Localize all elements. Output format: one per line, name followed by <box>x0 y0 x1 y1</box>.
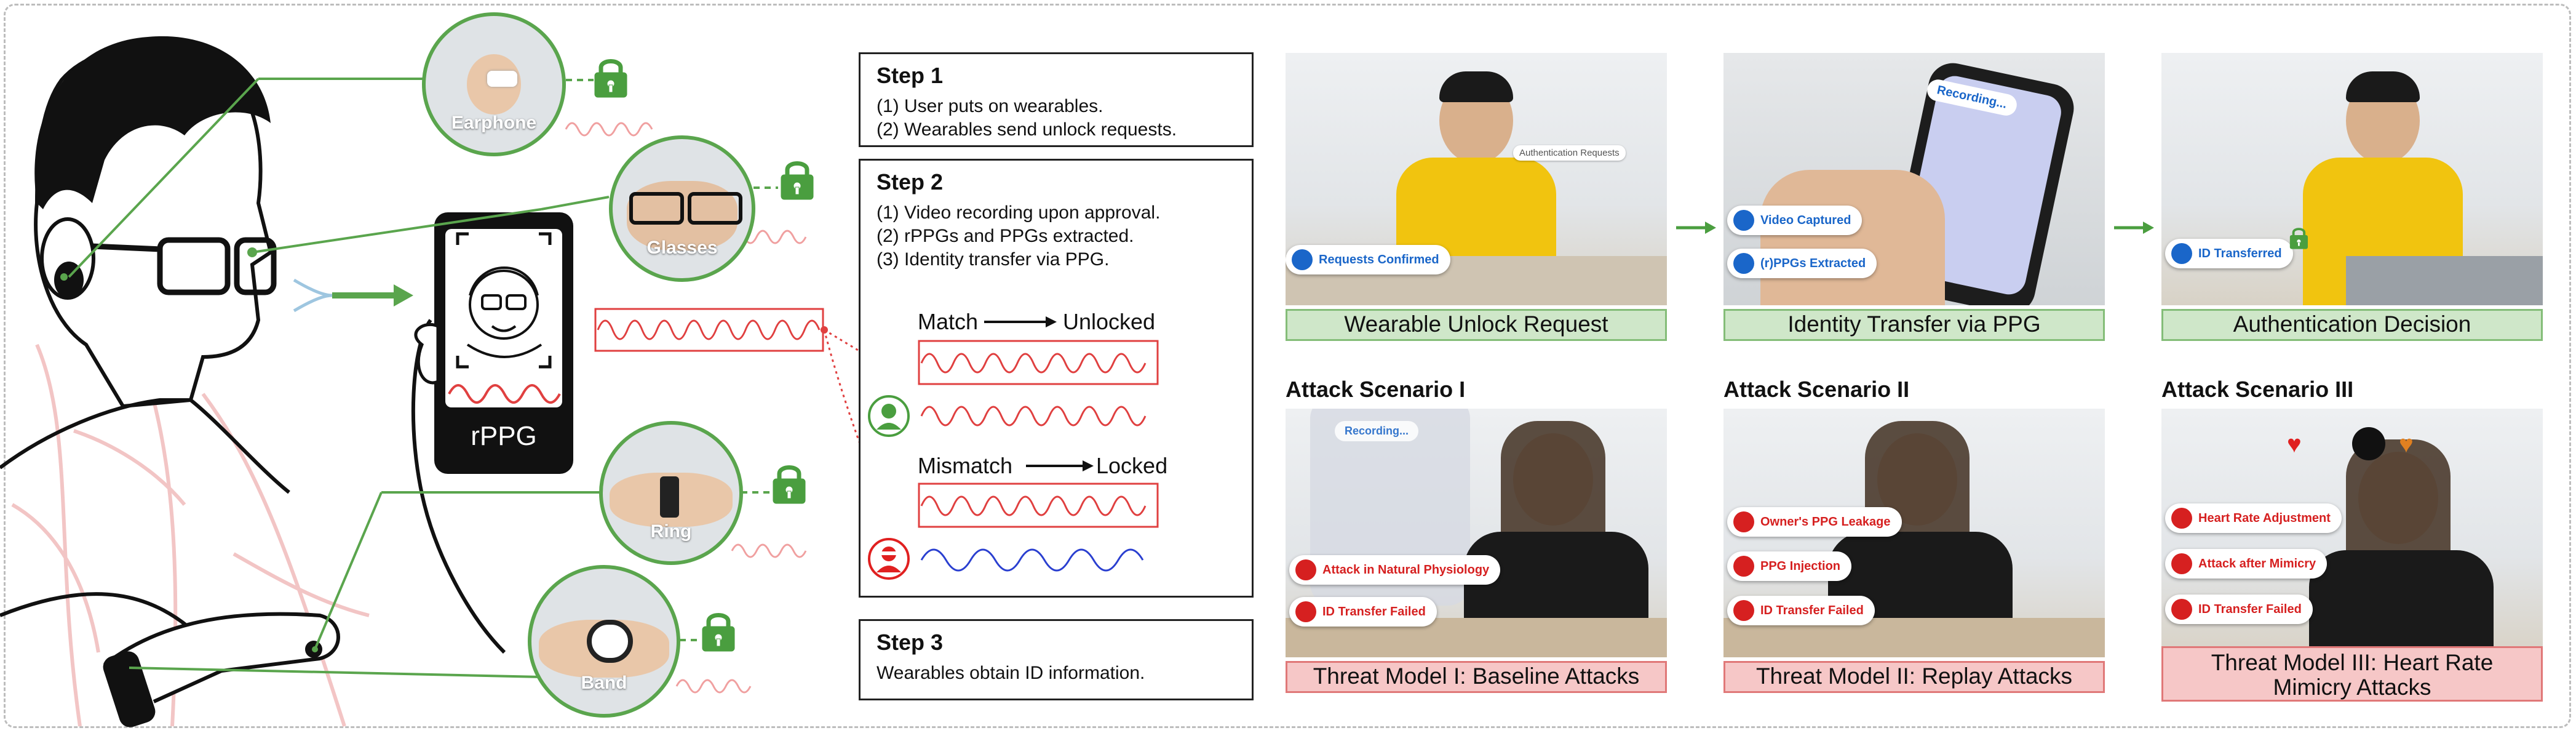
pill-hr-adjustment: Heart Rate Adjustment <box>2165 503 2342 533</box>
figure-frame <box>4 4 2571 728</box>
photo-attack-3: ♥ ♥ Heart Rate Adjustment Attack after M… <box>2161 409 2543 655</box>
glasses <box>92 237 277 295</box>
photo-attack-1: Recording... Attack in Natural Physiolog… <box>1286 409 1667 657</box>
step2-line: (2) rPPGs and PPGs extracted. <box>877 226 1134 246</box>
pill-attack-natural: Attack in Natural Physiology <box>1289 555 1501 585</box>
meditation-icon <box>2352 427 2385 460</box>
heart-icon: ♥ <box>2399 431 2414 458</box>
attack-title-1: Attack Scenario I <box>1286 377 1466 402</box>
hair <box>34 36 271 210</box>
caption-attack-3-line2: Mimicry Attacks <box>2273 675 2431 700</box>
step2-title: Step 2 <box>877 169 944 194</box>
step1-box: Step 1 (1) User puts on wearables. (2) W… <box>859 52 1254 147</box>
recording-label-faint: Recording... <box>1335 421 1419 441</box>
match-label: Match <box>918 309 979 334</box>
pill-requests-confirmed: Requests Confirmed <box>1286 245 1450 274</box>
photo-unlock-request: Authentication Requests Requests Confirm… <box>1286 53 1667 305</box>
step2-line: (1) Video recording upon approval. <box>877 202 1161 223</box>
earphone-photo: Earphone <box>422 12 566 156</box>
photo-attack-2: Owner's PPG Leakage PPG Injection ID Tra… <box>1723 409 2105 657</box>
band-photo: Band <box>528 565 680 718</box>
step1-line: (1) User puts on wearables. <box>877 96 1103 116</box>
pill-ppg-leakage: Owner's PPG Leakage <box>1727 507 1902 537</box>
caption-attack-3-line1: Threat Model III: Heart Rate <box>2211 650 2494 675</box>
photo-auth-decision: ID Transferred <box>2161 53 2543 305</box>
step1-line: (2) Wearables send unlock requests. <box>877 119 1177 140</box>
attack-title-2: Attack Scenario II <box>1723 377 1910 402</box>
step3-title: Step 3 <box>877 630 944 655</box>
caption-auth-decision: Authentication Decision <box>2161 309 2543 341</box>
step3-box: Step 3 Wearables obtain ID information. <box>859 619 1254 700</box>
pill-id-failed-2: ID Transfer Failed <box>1727 596 1875 625</box>
step1-title: Step 1 <box>877 63 944 88</box>
caption-attack-3: Threat Model III: Heart Rate Mimicry Att… <box>2161 646 2543 702</box>
caption-identity-transfer: Identity Transfer via PPG <box>1723 309 2105 341</box>
band <box>103 651 156 727</box>
photo-identity-transfer: Recording... Video Captured (r)PPGs Extr… <box>1723 53 2105 305</box>
caption-attack-2: Threat Model II: Replay Attacks <box>1723 661 2105 693</box>
caption-unlock-request: Wearable Unlock Request <box>1286 309 1667 341</box>
phone-label: rPPG <box>471 421 537 451</box>
unlocked-label: Unlocked <box>1063 309 1156 334</box>
device-label-ring: Ring <box>650 521 692 542</box>
device-label-band: Band <box>581 672 627 693</box>
step2-line: (3) Identity transfer via PPG. <box>877 249 1110 270</box>
step3-line: Wearables obtain ID information. <box>877 663 1145 683</box>
pill-id-transferred: ID Transferred <box>2165 239 2293 268</box>
pill-attack-mimicry: Attack after Mimicry <box>2165 549 2328 579</box>
pill-video-captured: Video Captured <box>1727 206 1862 235</box>
pill-ppgs-extracted: (r)PPGs Extracted <box>1727 249 1877 278</box>
attack-title-3: Attack Scenario III <box>2161 377 2354 402</box>
glasses-photo: Glasses <box>609 135 755 282</box>
pill-id-failed-3: ID Transfer Failed <box>2165 595 2313 624</box>
locked-label: Locked <box>1096 453 1168 478</box>
ring-photo: Ring <box>599 421 743 565</box>
device-label-earphone: Earphone <box>451 112 537 133</box>
caption-attack-1: Threat Model I: Baseline Attacks <box>1286 661 1667 693</box>
heart-icon: ♥ <box>2287 431 2302 458</box>
mismatch-label: Mismatch <box>918 453 1013 478</box>
device-label-glasses: Glasses <box>646 238 718 258</box>
auth-requests-label: Authentication Requests <box>1513 145 1626 161</box>
pill-id-failed-1: ID Transfer Failed <box>1289 597 1437 627</box>
pill-ppg-injection: PPG Injection <box>1727 551 1852 581</box>
